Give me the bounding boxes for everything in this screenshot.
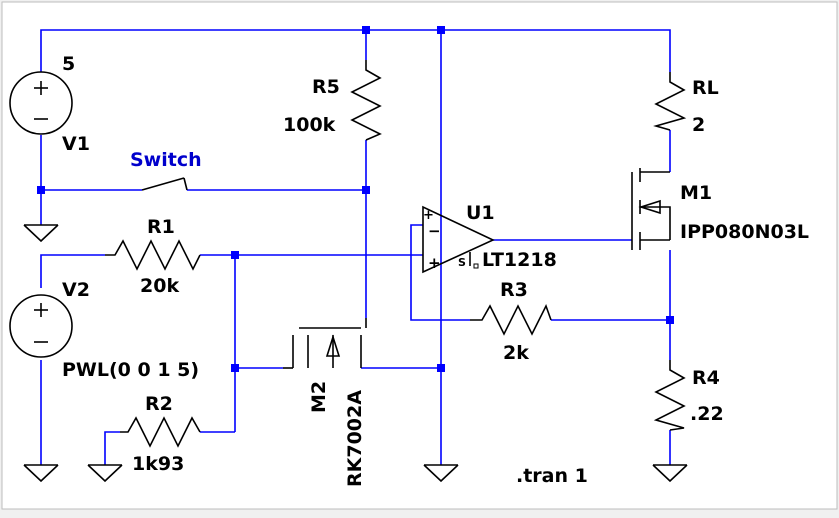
m2-value: RK7002A [344, 390, 366, 487]
switch-label: Switch [130, 149, 202, 171]
ground-icon [423, 464, 459, 483]
r4-name: R4 [692, 367, 720, 389]
u1-pin-minus: − [428, 222, 441, 240]
spice-directive: .tran 1 [516, 465, 588, 487]
v1-name: V1 [62, 133, 90, 155]
resistor-r4 [653, 360, 686, 431]
opamp-u1 [422, 205, 495, 274]
voltage-source-v1 [9, 71, 73, 135]
resistor-r3 [470, 303, 552, 336]
u1-pin-plus: + [428, 254, 441, 272]
r1-name: R1 [147, 216, 175, 238]
m1-value: IPP080N03L [680, 221, 809, 243]
v2-value: PWL(0 0 1 5) [62, 359, 199, 381]
r5-name: R5 [312, 76, 340, 98]
resistor-r1 [105, 239, 201, 271]
ground-icon [23, 224, 59, 243]
rl-name: RL [692, 77, 719, 99]
r3-value: 2k [503, 342, 529, 364]
v1-value: 5 [62, 53, 75, 75]
r2-name: R2 [145, 393, 173, 415]
u1-pin-plus-top: + [423, 208, 434, 223]
mosfet-m1 [631, 168, 671, 250]
ground-symbols [23, 224, 688, 483]
ground-icon [23, 464, 59, 483]
r1-value: 20k [140, 275, 179, 297]
m2-name: M2 [308, 381, 330, 413]
resistor-r2 [120, 416, 201, 448]
mosfet-m2 [283, 318, 367, 369]
r5-value: 100k [283, 114, 336, 136]
switch-symbol [141, 177, 188, 191]
u1-pin-shdn: S [458, 256, 466, 269]
voltage-source-v2 [9, 294, 73, 358]
resistor-rl [653, 72, 687, 131]
v2-name: V2 [62, 279, 90, 301]
ground-icon [652, 464, 688, 483]
junction-dots [37, 26, 674, 372]
r2-value: 1k93 [132, 453, 184, 475]
m1-name: M1 [680, 182, 712, 204]
resistor-r5 [350, 60, 382, 141]
rl-value: 2 [692, 114, 705, 136]
r4-value: .22 [690, 403, 724, 425]
r3-name: R3 [500, 279, 528, 301]
u1-value: LT1218 [482, 249, 557, 271]
u1-name: U1 [466, 202, 495, 224]
ground-icon [87, 464, 123, 483]
